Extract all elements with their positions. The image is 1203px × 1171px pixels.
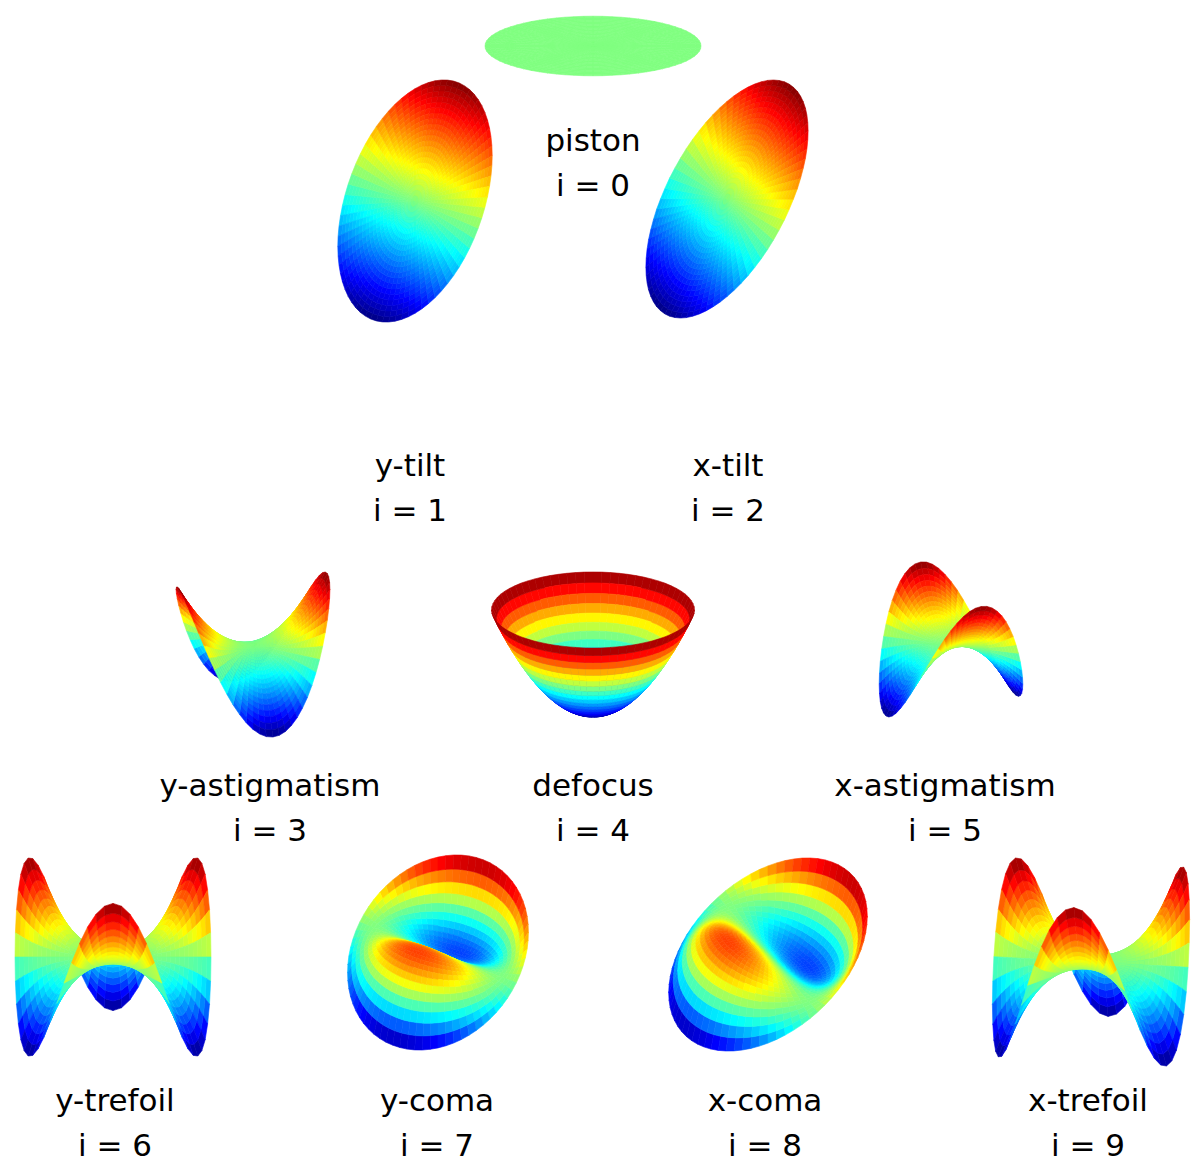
surface-facet <box>593 45 598 46</box>
surface-facet <box>598 45 603 46</box>
surface-facet <box>559 45 564 47</box>
surface-facet <box>589 45 593 47</box>
surface-facet <box>588 45 593 46</box>
surface-facet <box>681 44 686 46</box>
surface-facet <box>611 73 621 75</box>
surface-facet <box>588 45 593 47</box>
surface-facet <box>559 44 564 45</box>
surface-facet <box>593 45 597 46</box>
surface-facet <box>617 44 622 46</box>
surface-facet <box>620 73 630 75</box>
surface-facet <box>583 45 588 47</box>
surface-facet <box>559 46 564 48</box>
surface-facet <box>593 45 598 47</box>
surface-facet <box>564 46 569 48</box>
surface-facet <box>569 44 574 46</box>
surface-facet <box>588 45 593 47</box>
surface-facet <box>593 45 597 47</box>
surface-facet <box>578 46 583 47</box>
surface-facet <box>554 47 559 48</box>
surface-facet <box>603 45 608 46</box>
surface-facet <box>579 44 584 46</box>
surface-facet <box>584 74 593 76</box>
surface-facet <box>632 46 637 47</box>
surface-facet <box>588 45 593 46</box>
surface-facet <box>627 47 632 48</box>
surface-facet <box>691 44 696 47</box>
surface-facet <box>584 44 589 46</box>
surface-facet <box>554 45 559 47</box>
surface-facet <box>618 45 623 47</box>
surface-facet <box>618 46 623 48</box>
surface-facet <box>622 46 627 48</box>
surface-facet <box>485 43 490 46</box>
surface-facet <box>573 45 578 47</box>
surface-facet <box>627 44 632 45</box>
surface-facet <box>602 74 612 76</box>
surface-facet <box>593 45 598 47</box>
surface-facet <box>549 44 554 45</box>
surface-facet <box>589 45 593 47</box>
surface-facet <box>608 46 613 48</box>
surface-facet <box>686 44 691 46</box>
surface-facet <box>598 45 603 46</box>
surface-facet <box>556 73 566 75</box>
surface-facet <box>584 45 589 47</box>
surface-facet <box>485 46 490 49</box>
surface-facet <box>569 46 574 48</box>
surface-facet <box>598 45 603 47</box>
surface-facet <box>593 45 597 47</box>
surface-facet <box>603 44 608 46</box>
surface-facet <box>578 45 583 47</box>
surface-facet <box>569 45 574 47</box>
surface-facet <box>696 43 701 46</box>
surface-facet <box>593 74 602 76</box>
surface-facet <box>593 45 597 47</box>
surface-facet <box>554 44 559 45</box>
surface-facet <box>632 44 637 45</box>
surface-facet <box>573 45 578 47</box>
surface-facet <box>564 44 569 46</box>
surface-facet <box>608 45 613 47</box>
surface-facet <box>593 45 598 46</box>
surface-facet <box>559 44 564 46</box>
surface-facet <box>589 45 593 46</box>
surface-facet <box>622 44 627 46</box>
surface-facet <box>676 44 681 46</box>
piston-surface <box>485 15 701 77</box>
surface-facet <box>608 45 613 47</box>
surface-facet <box>573 46 578 48</box>
surface-facet <box>549 46 554 47</box>
surface-facet <box>495 44 500 46</box>
surface-facet <box>598 45 603 47</box>
surface-facet <box>613 45 618 47</box>
surface-facet <box>490 44 495 47</box>
surface-facet <box>696 46 701 49</box>
surface-facet <box>554 46 559 48</box>
surface-facet <box>593 45 598 46</box>
surface-facet <box>603 46 608 47</box>
surface-facet <box>597 44 602 46</box>
surface-facet <box>564 45 569 47</box>
surface-facet <box>588 45 593 46</box>
y-tilt-surface <box>316 80 514 322</box>
surface-facet <box>574 74 584 76</box>
surface-facet <box>622 44 627 45</box>
surface-facet <box>613 46 618 48</box>
surface-facet <box>578 45 583 46</box>
surface-facet <box>589 45 593 47</box>
surface-facet <box>598 46 603 47</box>
surface-facet <box>583 45 588 46</box>
surface-facet <box>612 44 617 46</box>
surface-facet <box>505 44 510 46</box>
surface-facet <box>583 46 588 47</box>
surface-facet <box>565 73 575 75</box>
surface-facet <box>603 45 608 47</box>
surface-facet <box>583 45 588 46</box>
surface-facet <box>622 45 627 47</box>
surface-facet <box>500 44 505 46</box>
surface-facet <box>627 46 632 48</box>
surface-facet <box>627 45 632 47</box>
